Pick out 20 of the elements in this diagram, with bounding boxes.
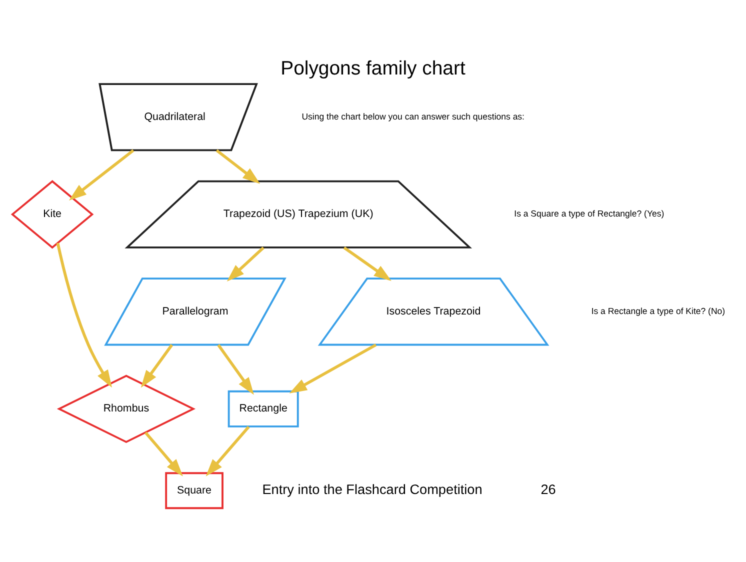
arrow <box>206 425 250 476</box>
node-box: Rectangle <box>228 390 299 427</box>
arrow <box>56 242 112 388</box>
arrow <box>140 344 174 388</box>
label: Is a Rectangle a type of Kite? (No) <box>591 305 726 316</box>
arrow <box>226 246 264 281</box>
label: 26 <box>540 482 556 497</box>
arrow <box>144 431 183 476</box>
arrow <box>289 343 377 393</box>
label: Is a Square a type of Rectangle? (Yes) <box>514 208 664 218</box>
node-diamond: Kite <box>10 180 94 248</box>
label: Using the chart below you can answer such questions as: <box>302 110 524 121</box>
diagram-title: Polygons family chart <box>280 56 466 79</box>
node-diamond: Rhombus <box>56 374 196 443</box>
arrow <box>216 148 260 184</box>
arrow <box>343 246 392 280</box>
arrow <box>217 344 254 394</box>
label: Entry into the Flashcard Competition <box>262 482 482 497</box>
arrow <box>68 148 134 200</box>
node-box: Square <box>165 472 224 509</box>
